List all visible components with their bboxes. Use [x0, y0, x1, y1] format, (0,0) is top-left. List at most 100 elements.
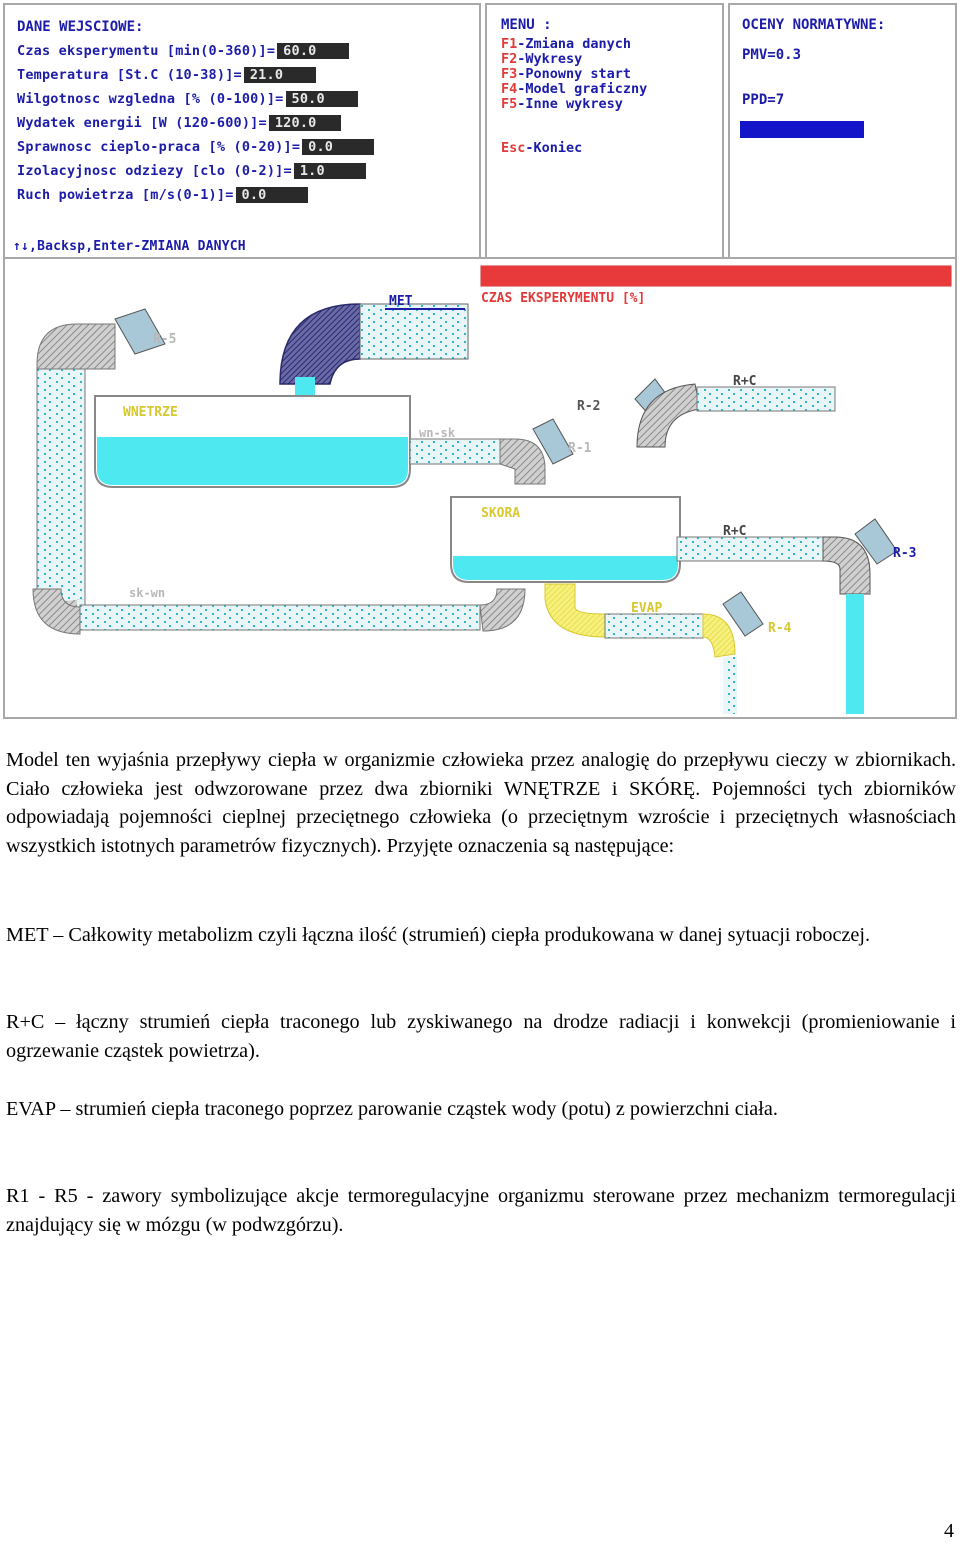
wnetrze-label: WNETRZE [123, 405, 178, 420]
definition-evap: EVAP – strumień ciepła traconego poprzez… [6, 1095, 956, 1124]
r4-label: R-4 [768, 621, 792, 636]
input-label: Wilgotnosc wzgledna [% (0-100)]= [17, 91, 284, 107]
skora-water [453, 556, 678, 580]
skora-label: SKORA [481, 506, 520, 521]
r3-label: R-3 [893, 546, 916, 561]
input-panel-title: DANE WEJSCIOWE: [17, 19, 144, 35]
wn-sk-pipe [409, 438, 501, 465]
menu-key: F3 [501, 66, 518, 82]
paragraph-valves: R1 - R5 - zawory symbolizujące akcje ter… [6, 1185, 956, 1236]
paragraph-met: MET – Całkowity metabolizm czyli łączna … [6, 924, 871, 946]
met-inlet-elbow [279, 303, 361, 385]
rc-drain-stream [846, 594, 864, 714]
menu-title: MENU : [501, 17, 552, 33]
menu-item-graphic-model[interactable]: F4-Model graficzny [501, 81, 647, 97]
normative-ratings-panel: OCENY NORMATYWNE: PMV=0.3 PPD=7 [728, 3, 957, 259]
r4-valve[interactable] [722, 591, 764, 637]
menu-label: -Model graficzny [517, 81, 648, 97]
rc-mid-pipe [676, 536, 826, 562]
input-row-insulation[interactable]: Izolacyjnosc odziezy [clo (0-2)]=1.0 [17, 163, 366, 179]
left-return-pipe [36, 368, 86, 610]
input-label: Sprawnosc cieplo-praca [% (0-20)]= [17, 139, 301, 155]
met-drip [295, 377, 315, 399]
input-value-field[interactable]: 0.0 [302, 139, 375, 155]
menu-label: -Koniec [525, 140, 583, 156]
norm-title: OCENY NORMATYWNE: [742, 17, 886, 33]
definition-met: MET – Całkowity metabolizm czyli łączna … [6, 921, 956, 950]
ppd-value: PPD=7 [742, 92, 785, 108]
menu-label: -Inne wykresy [517, 96, 623, 112]
paragraph-rc: R+C – łączny strumień ciepła traconego l… [6, 1011, 956, 1062]
menu-item-restart[interactable]: F3-Ponowny start [501, 66, 631, 82]
menu-label: -Zmiana danych [517, 36, 632, 52]
input-label: Temperatura [St.C (10-38)]= [17, 67, 242, 83]
description-text: Model ten wyjaśnia przepływy ciepła w or… [6, 746, 956, 860]
input-value-field[interactable]: 1.0 [293, 163, 366, 179]
input-row-temperature[interactable]: Temperatura [St.C (10-38)]=21.0 [17, 67, 316, 83]
menu-key: F2 [501, 51, 518, 67]
rc-top-label: R+C [733, 374, 756, 389]
input-value-field[interactable]: 50.0 [285, 91, 358, 107]
evap-pipe [604, 613, 704, 639]
input-label: Czas eksperymentu [min(0-360)]= [17, 43, 276, 59]
right-lower-elbow [479, 588, 526, 632]
definition-rc: R+C – łączny strumień ciepła traconego l… [6, 1008, 956, 1065]
ppd-indicator-bar [740, 121, 864, 138]
input-label: Izolacyjnosc odziezy [clo (0-2)]= [17, 163, 292, 179]
menu-key: F1 [501, 36, 518, 52]
input-row-air-speed[interactable]: Ruch powietrza [m/s(0-1)]=0.0 [17, 187, 308, 203]
paragraph-intro: Model ten wyjaśnia przepływy ciepła w or… [6, 749, 956, 857]
page-number: 4 [944, 1520, 954, 1542]
evap-elbow [544, 583, 606, 638]
menu-panel: MENU : F1-Zmiana danych F2-Wykresy F3-Po… [485, 3, 724, 259]
menu-item-exit[interactable]: Esc-Koniec [501, 140, 582, 156]
menu-item-other-charts[interactable]: F5-Inne wykresy [501, 96, 623, 112]
met-label: MET [389, 294, 413, 309]
sk-wn-pipe [79, 604, 481, 631]
rc-mid-label: R+C [723, 524, 746, 539]
wnetrze-water [97, 437, 408, 485]
input-value-field[interactable]: 120.0 [268, 115, 341, 131]
keyboard-hint: ↑↓,Backsp,Enter-ZMIANA DANYCH [13, 239, 246, 254]
menu-label: -Wykresy [517, 51, 583, 67]
menu-label: -Ponowny start [517, 66, 632, 82]
wn-sk-label: wn-sk [419, 426, 456, 440]
input-row-energy[interactable]: Wydatek energii [W (120-600)]=120.0 [17, 115, 341, 131]
r2-label: R-2 [577, 399, 600, 414]
menu-key: Esc [501, 140, 526, 156]
pmv-value: PMV=0.3 [742, 47, 802, 63]
graphic-model-panel: CZAS EKSPERYMENTU [%] MET R-5 WNETRZE wn… [3, 257, 957, 719]
menu-item-change-data[interactable]: F1-Zmiana danych [501, 36, 631, 52]
input-row-humidity[interactable]: Wilgotnosc wzgledna [% (0-100)]=50.0 [17, 91, 358, 107]
input-value-field[interactable]: 0.0 [235, 187, 308, 203]
sk-wn-label: sk-wn [129, 586, 165, 600]
paragraph-evap: EVAP – strumień ciepła traconego poprzez… [6, 1098, 778, 1120]
left-lower-elbow [32, 588, 81, 635]
definition-valves: R1 - R5 - zawory symbolizujące akcje ter… [6, 1182, 956, 1239]
input-label: Ruch powietrza [m/s(0-1)]= [17, 187, 234, 203]
progress-label: CZAS EKSPERYMENTU [%] [481, 291, 645, 306]
rc-top-elbow [636, 383, 701, 448]
menu-key: F5 [501, 96, 518, 112]
evap-drain-stream [723, 657, 737, 714]
input-value-field[interactable]: 60.0 [277, 43, 350, 59]
input-data-panel: DANE WEJSCIOWE: Czas eksperymentu [min(0… [3, 3, 481, 259]
input-value-field[interactable]: 21.0 [243, 67, 316, 83]
input-row-efficiency[interactable]: Sprawnosc cieplo-praca [% (0-20)]=0.0 [17, 139, 375, 155]
rc-top-pipe [696, 386, 836, 412]
menu-item-charts[interactable]: F2-Wykresy [501, 51, 582, 67]
evap-label: EVAP [631, 601, 662, 616]
r5-valve[interactable] [114, 308, 166, 355]
r3-valve[interactable] [854, 518, 898, 565]
r1-label: R-1 [568, 441, 592, 456]
r5-label: R-5 [153, 332, 176, 347]
r1-valve[interactable] [532, 418, 574, 465]
menu-key: F4 [501, 81, 518, 97]
rc-mid-elbow [822, 536, 871, 595]
wn-sk-elbow [499, 438, 546, 485]
met-flow-pipe [359, 303, 469, 360]
input-row-time[interactable]: Czas eksperymentu [min(0-360)]=60.0 [17, 43, 350, 59]
input-label: Wydatek energii [W (120-600)]= [17, 115, 267, 131]
model-diagram: CZAS EKSPERYMENTU [%] MET R-5 WNETRZE wn… [32, 265, 952, 714]
experiment-progress-fill [481, 266, 951, 286]
